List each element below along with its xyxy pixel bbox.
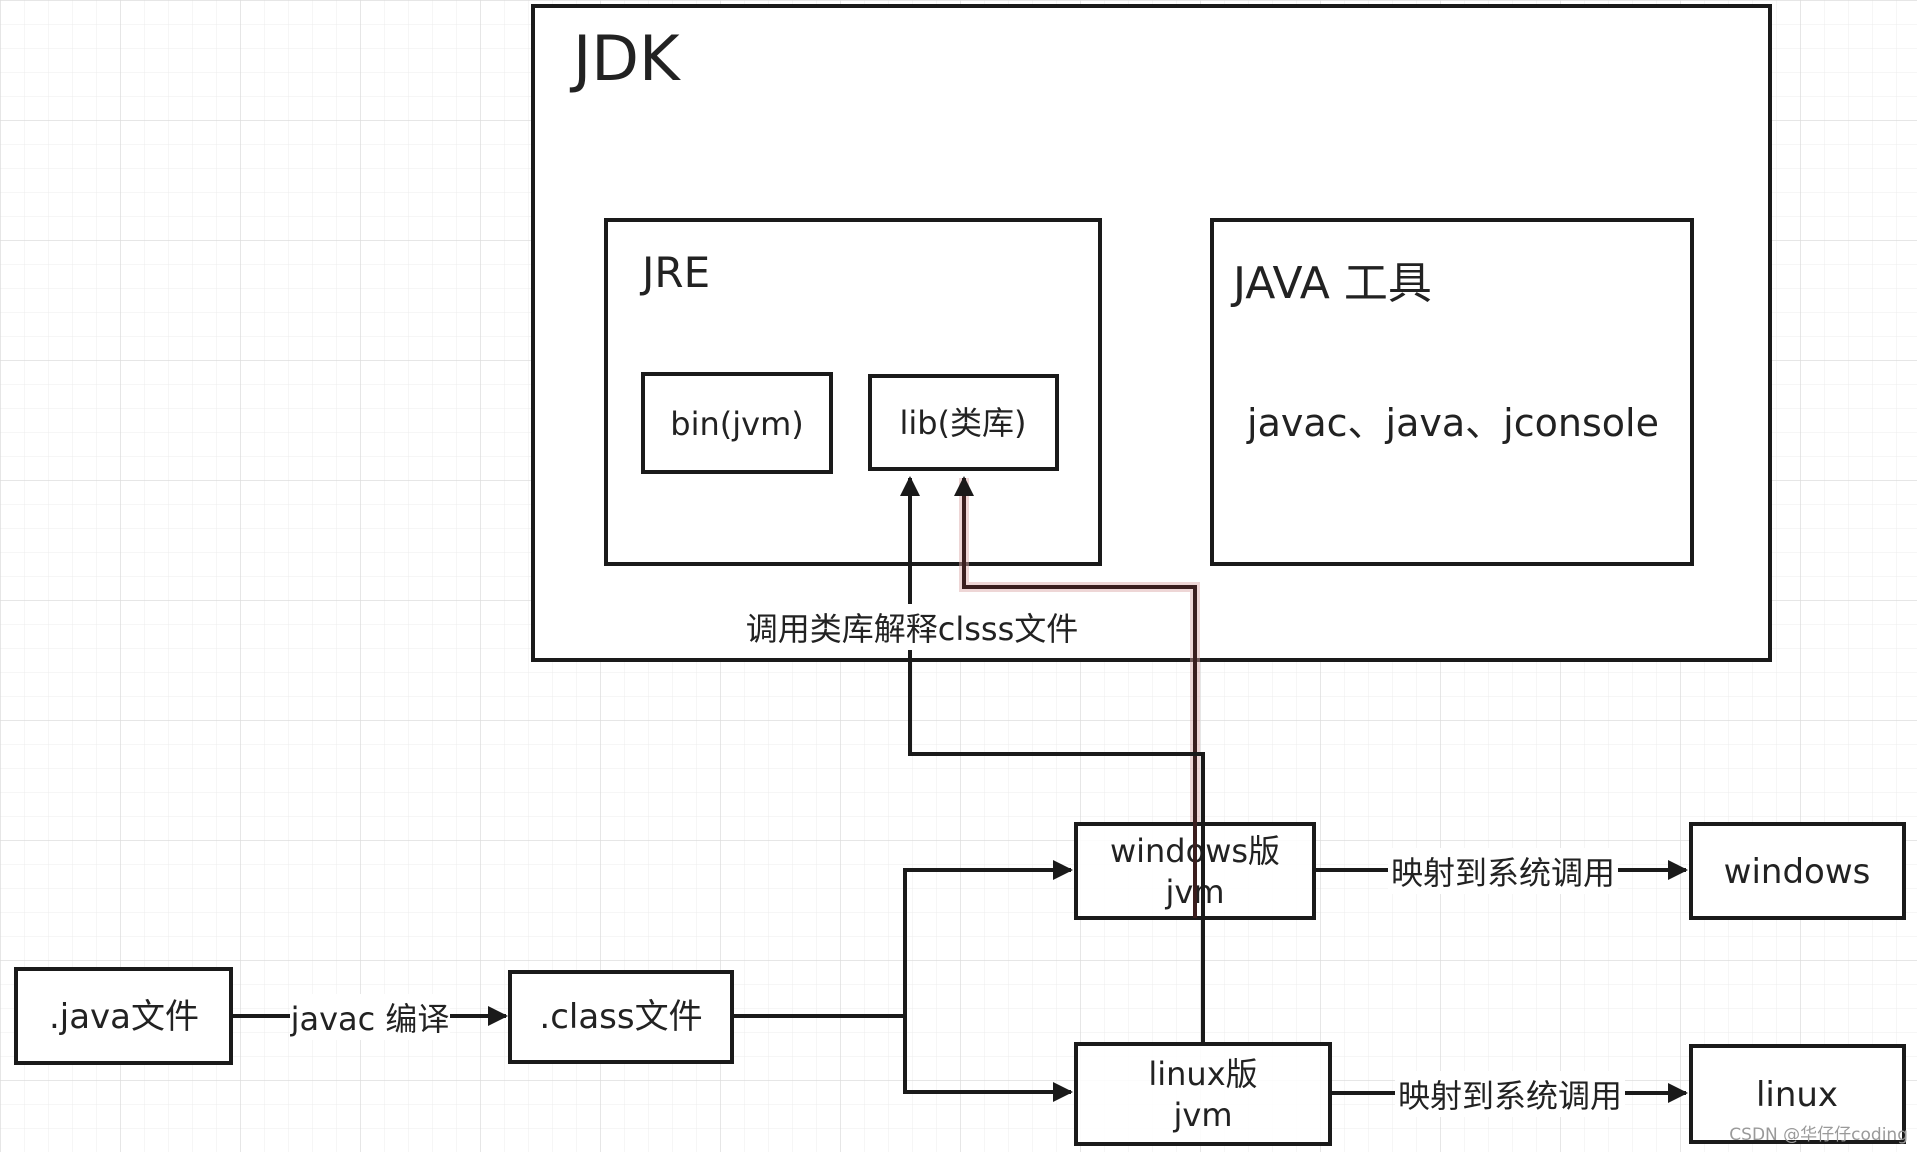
class-file-label: .class文件 xyxy=(539,997,702,1037)
jre-title: JRE xyxy=(639,248,710,297)
lib-box[interactable]: lib(类库) xyxy=(868,374,1059,471)
java-tools-list: javac、java、jconsole xyxy=(1246,401,1659,445)
windows-label: windows xyxy=(1724,852,1871,892)
java-file-label: .java文件 xyxy=(49,997,199,1037)
linux-jvm-box[interactable]: linux版 jvm xyxy=(1074,1042,1332,1146)
linux-jvm-label-line2: jvm xyxy=(1173,1096,1233,1134)
linux-box[interactable]: linux xyxy=(1689,1044,1906,1144)
compile-label: javac 编译 xyxy=(290,1000,450,1038)
linux-jvm-label-line1: linux版 xyxy=(1148,1055,1257,1093)
call-lib-label: 调用类库解释clsss文件 xyxy=(746,610,1079,648)
lib-label: lib(类库) xyxy=(899,404,1026,442)
call-lib-label-group: 调用类库解释clsss文件 xyxy=(742,604,1082,650)
map-windows-label-group: 映射到系统调用 xyxy=(1388,848,1618,894)
connector-windows-jvm-to-lib xyxy=(954,476,1197,822)
linux-label: linux xyxy=(1756,1075,1838,1115)
jdk-title: JDK xyxy=(569,22,681,95)
java-file-box[interactable]: .java文件 xyxy=(14,967,233,1065)
windows-box[interactable]: windows xyxy=(1689,822,1906,920)
csdn-watermark: CSDN @华仔仔coding xyxy=(1729,1125,1908,1145)
map-linux-label: 映射到系统调用 xyxy=(1398,1077,1622,1115)
compile-label-group: javac 编译 xyxy=(290,994,450,1040)
class-file-box[interactable]: .class文件 xyxy=(508,970,734,1064)
bin-jvm-box[interactable]: bin(jvm) xyxy=(641,372,833,474)
bin-jvm-label: bin(jvm) xyxy=(670,405,803,443)
connector-class-to-linux-jvm xyxy=(903,1016,1073,1102)
connector-class-to-windows-jvm xyxy=(903,860,1073,1016)
map-windows-label: 映射到系统调用 xyxy=(1391,854,1615,892)
map-linux-label-group: 映射到系统调用 xyxy=(1395,1071,1625,1117)
java-tools-box[interactable]: JAVA 工具 javac、java、jconsole xyxy=(1210,218,1694,566)
java-tools-title: JAVA 工具 xyxy=(1230,258,1432,309)
